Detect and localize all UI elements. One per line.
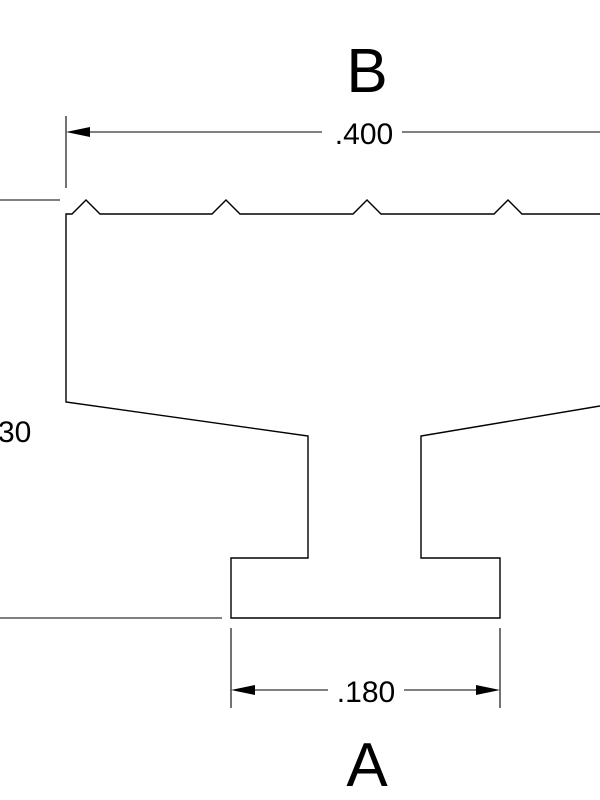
section-label-b: B <box>346 37 387 106</box>
top-dimension-arrowhead <box>66 127 90 137</box>
bottom-width-label: .180 <box>337 676 395 709</box>
section-label-a: A <box>346 731 388 800</box>
bottom-width-dimension: .180 <box>230 628 501 709</box>
bottom-dimension-arrowhead-right <box>476 685 500 695</box>
left-height-label: 30 <box>0 416 31 449</box>
bottom-dimension-arrowhead-left <box>231 685 255 695</box>
section-profile <box>65 199 600 619</box>
top-width-label: .400 <box>335 118 393 151</box>
top-width-dimension: .400 <box>65 116 600 188</box>
